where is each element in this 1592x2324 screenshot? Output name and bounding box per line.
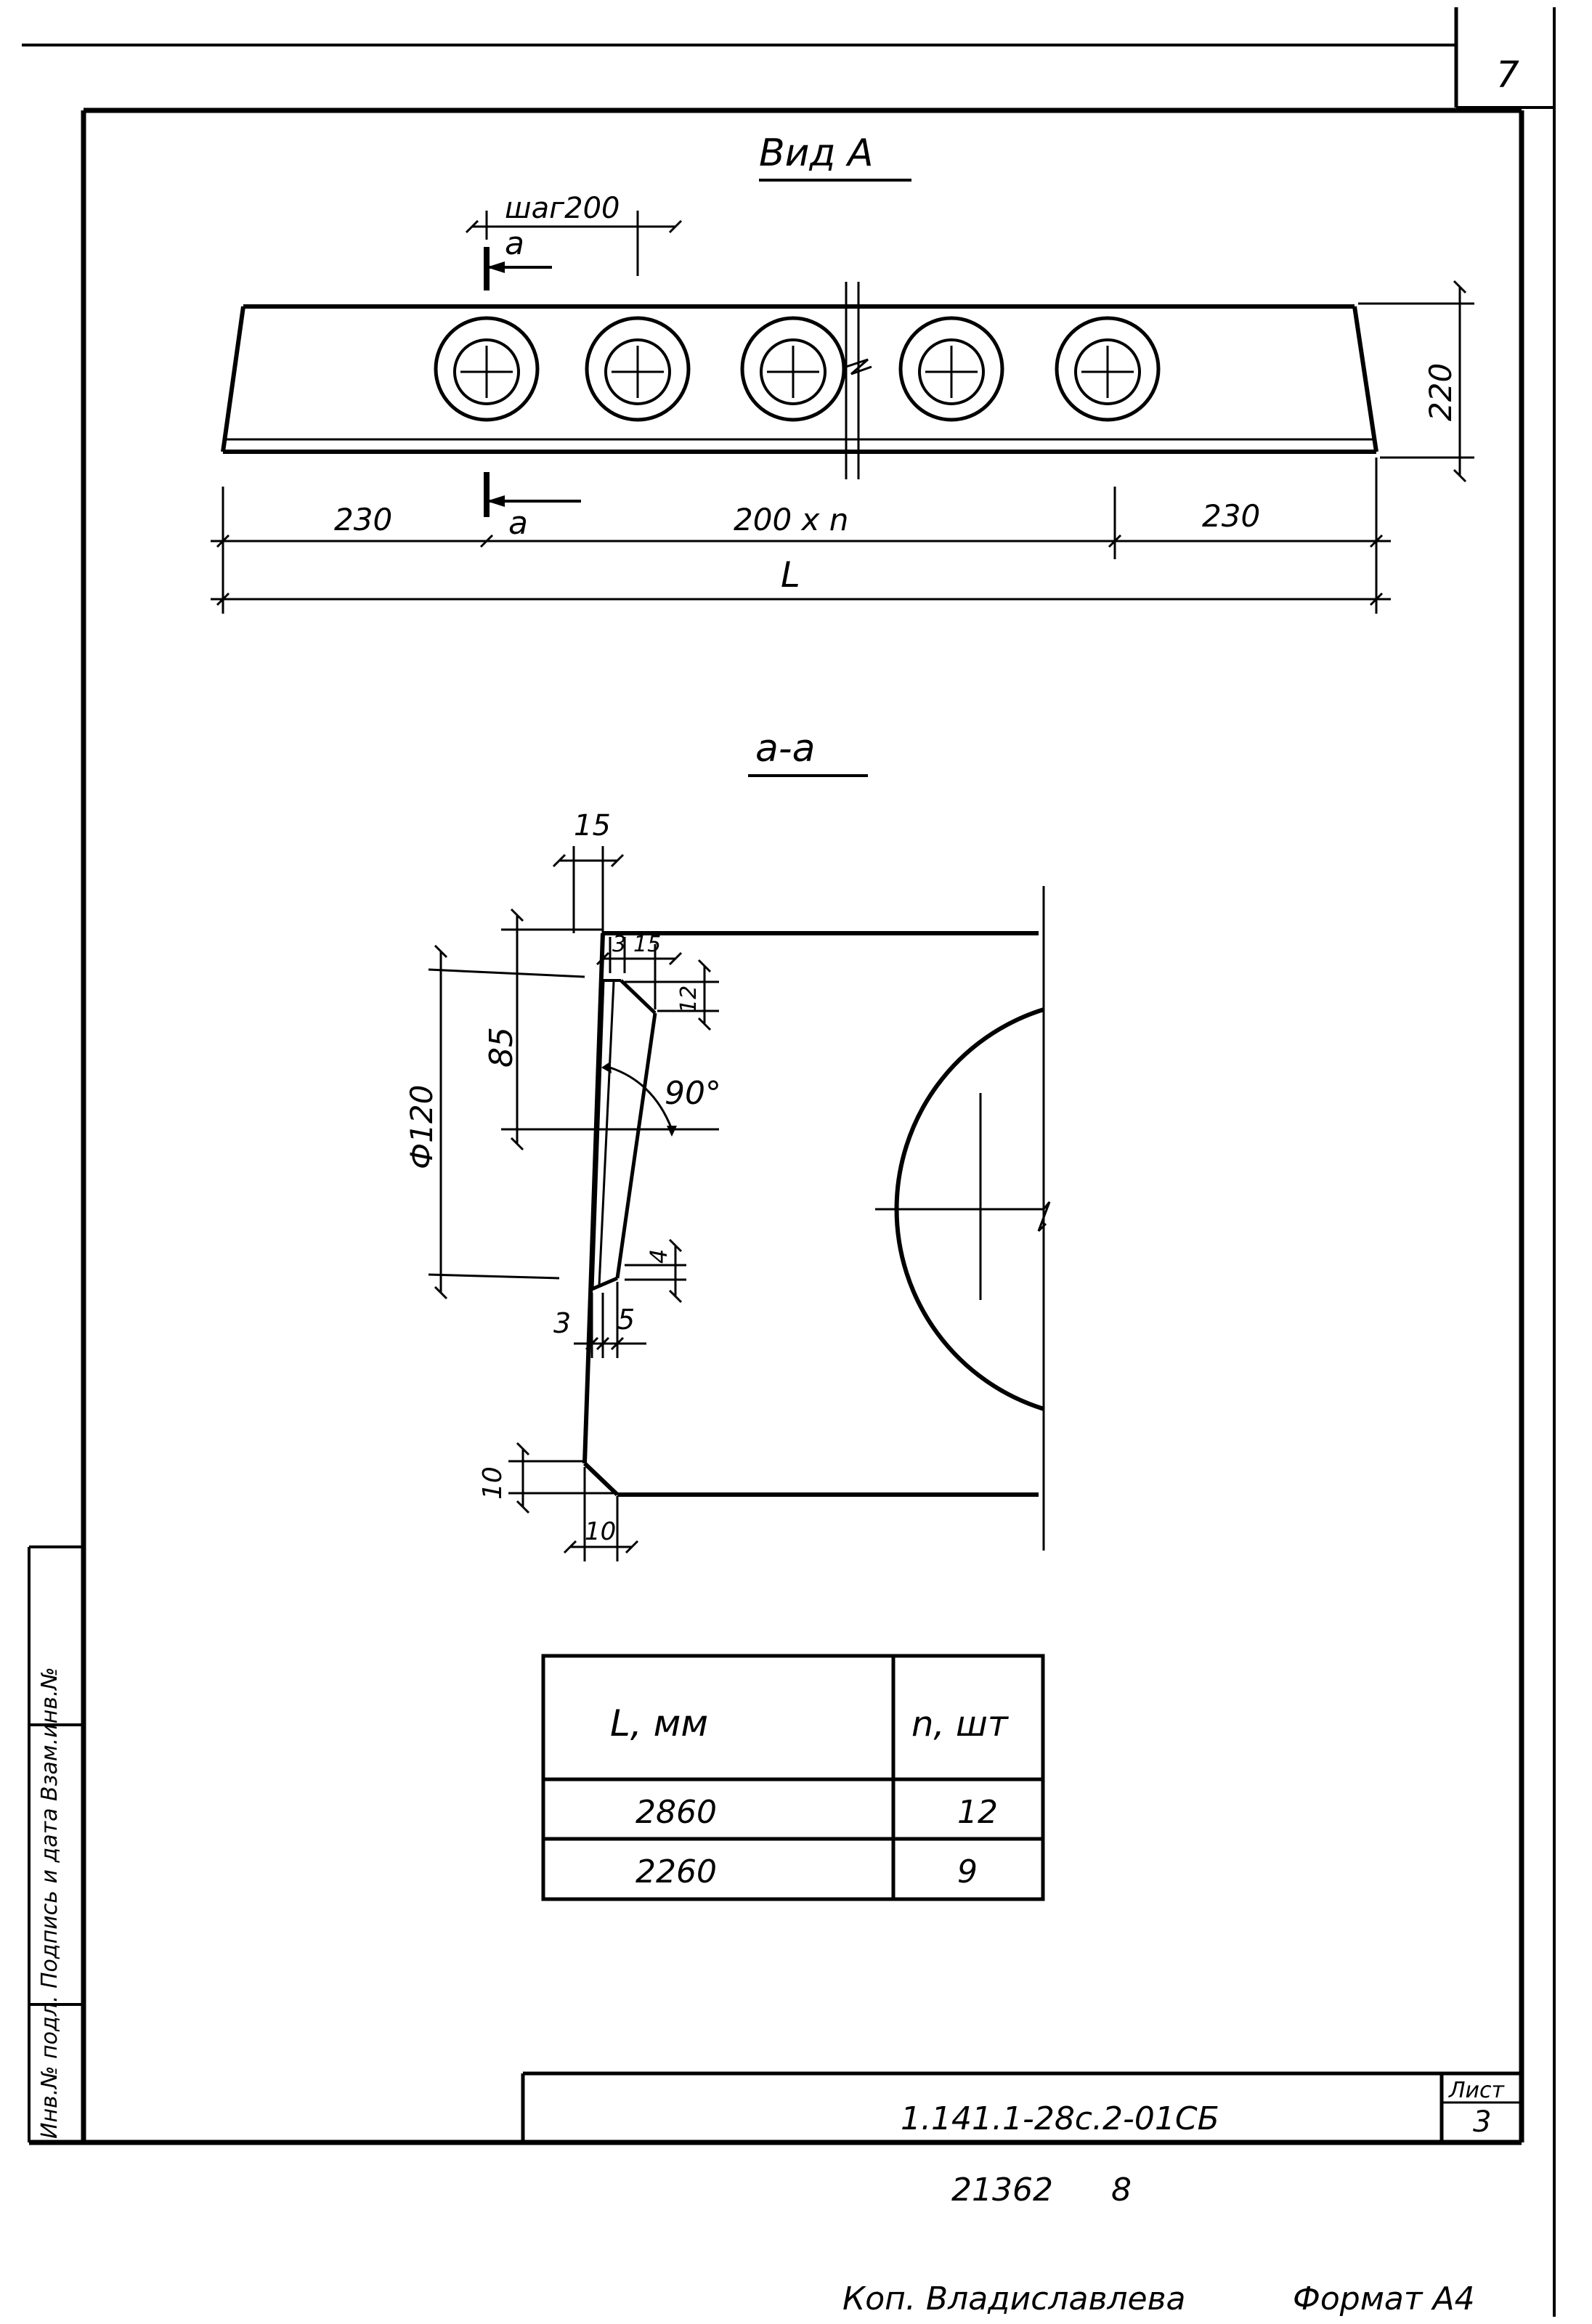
- dim-10-horizontal-label: 10: [585, 1517, 616, 1546]
- section-body: [582, 886, 1051, 1551]
- dim-15-label: 15: [633, 932, 661, 957]
- table-cell: 12: [957, 1794, 998, 1831]
- dim-diameter: [428, 944, 585, 1300]
- format-label: Формат А4: [1293, 2280, 1475, 2317]
- left-stamp-strip: [28, 1545, 84, 2142]
- view-a: Вид А: [211, 131, 1474, 614]
- total-length-label: L: [781, 555, 800, 596]
- left-margin-label: 230: [334, 502, 392, 537]
- section-title: а-а: [755, 727, 816, 771]
- right-margin-label: 230: [1202, 498, 1260, 534]
- table-cell: 9: [957, 1853, 978, 1890]
- dim-10-horizontal: [563, 1467, 639, 1561]
- middle-span-label: 200 х n: [734, 502, 848, 537]
- table-grid: [541, 1654, 1045, 1901]
- dim-5-label: 5: [617, 1304, 635, 1336]
- drawing-code: 1.141.1-28с.2-01СБ: [901, 2100, 1219, 2137]
- sheet-number: 3: [1473, 2105, 1491, 2139]
- dim-top-width-label: 15: [574, 809, 611, 842]
- hole: [740, 316, 846, 422]
- copier-name: Коп. Владиславлева: [842, 2280, 1185, 2317]
- pitch-label: шаг200: [505, 192, 620, 225]
- section-marker-top: [484, 247, 552, 290]
- pitch-dimension: [465, 211, 683, 276]
- section-marker-bottom: [484, 472, 581, 517]
- chain-dimensions: [211, 458, 1391, 614]
- dim-4: [625, 1238, 686, 1304]
- page-number: 7: [1496, 54, 1519, 96]
- hole-row: [434, 316, 1161, 422]
- dim-3-label: 3: [612, 932, 626, 957]
- dim-3b-label: 3: [553, 1307, 571, 1339]
- dim-small-top: [596, 937, 683, 1009]
- length-table: L, мм n, шт 2860 12 2260 9: [541, 1654, 1045, 1901]
- section-label-top: а: [505, 225, 524, 262]
- angle-indicator: [601, 1062, 677, 1137]
- dim-85: [501, 908, 719, 1151]
- dim-10-vertical-label: 10: [478, 1466, 508, 1500]
- sheet-label: Лист: [1448, 2078, 1506, 2103]
- stamp-side-text: Инв.№ подл. Подпись и дата Взам.инв.№: [37, 1667, 62, 2139]
- table-cell: 2860: [635, 1794, 717, 1831]
- archive-number: 21362: [951, 2171, 1053, 2209]
- angle-label: 90°: [665, 1075, 721, 1112]
- hole: [585, 316, 691, 422]
- archive-suffix: 8: [1111, 2171, 1132, 2209]
- plate-outline: [221, 282, 1378, 479]
- dim-small-bottom: [574, 1282, 646, 1358]
- height-dimension: [1358, 280, 1474, 483]
- table-header-count: n, шт: [911, 1704, 1010, 1744]
- view-a-title: Вид А: [759, 131, 874, 175]
- table-cell: 2260: [635, 1853, 717, 1890]
- drawing-frame: [29, 107, 1524, 2145]
- title-block: [521, 2071, 1522, 2142]
- dim-85-label: 85: [483, 1027, 520, 1068]
- page-header: [22, 7, 1556, 2317]
- table-header-length: L, мм: [610, 1702, 708, 1744]
- dim-diameter-label: Ф120: [404, 1085, 439, 1169]
- dim-12: [625, 959, 719, 1031]
- section-a-a: а-а 15: [404, 727, 1051, 1561]
- height-label: 220: [1423, 363, 1458, 421]
- section-label-bottom: а: [508, 505, 528, 542]
- dim-12-label: 12: [676, 986, 702, 1013]
- dim-10-vertical: [508, 1442, 617, 1514]
- dim-top-width: [552, 846, 625, 933]
- dim-4-label: 4: [645, 1249, 673, 1264]
- hole: [898, 316, 1004, 422]
- hole: [1055, 316, 1161, 422]
- hole: [434, 316, 540, 422]
